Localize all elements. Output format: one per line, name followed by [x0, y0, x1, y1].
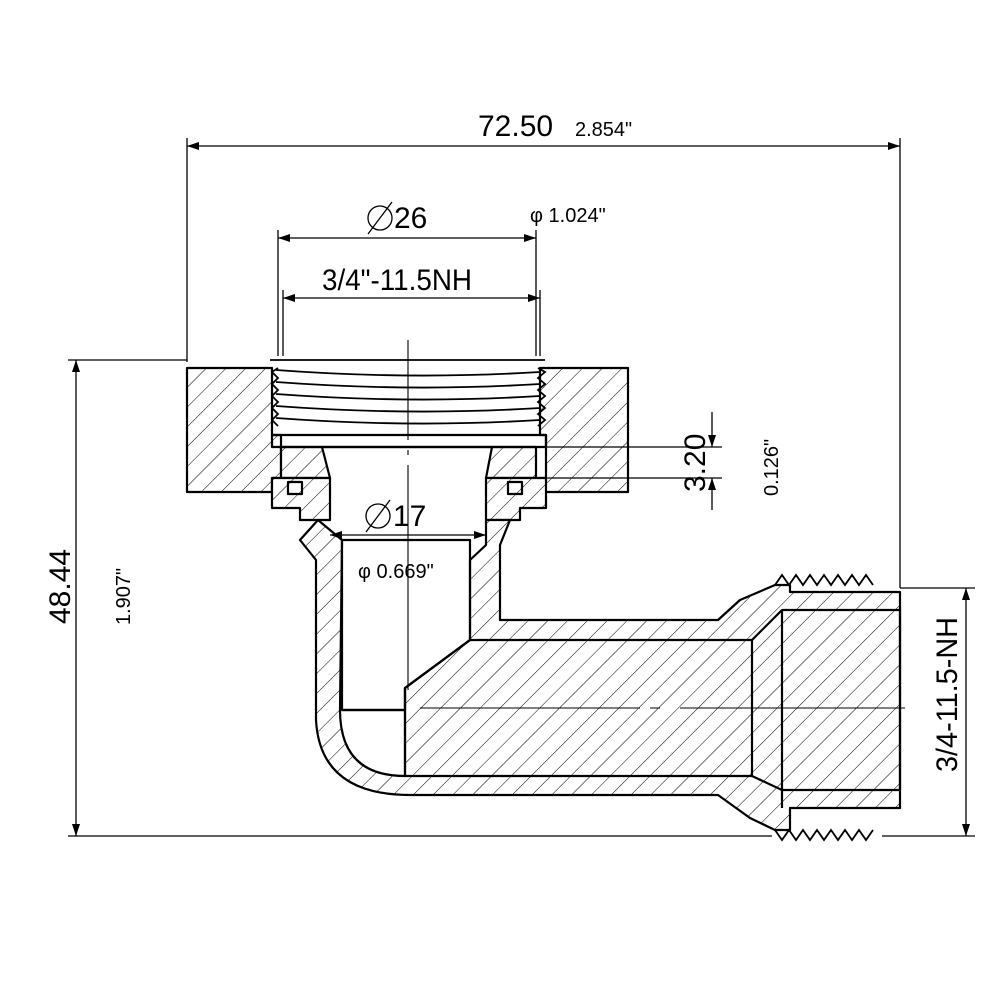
- side-thread-bottom: [774, 828, 874, 842]
- inner-bore-inch: φ 0.669": [358, 561, 434, 583]
- washer-right: [484, 445, 538, 480]
- washer: [279, 445, 332, 480]
- overall-width-inch: 2.854": [575, 119, 632, 141]
- diameter-icon-small: [365, 499, 391, 533]
- dim-overall-height: 48.44 1.907": [44, 359, 772, 837]
- dim-side-thread: 3/4-11.5-NH: [882, 587, 975, 837]
- nut-right-wall: [538, 366, 630, 494]
- overall-width-mm: 72.50: [478, 110, 553, 143]
- dim-top-thread: 3/4"-11.5NH: [282, 264, 541, 356]
- top-bore-inch: φ 1.024": [530, 205, 606, 227]
- overall-height-inch: 1.907": [113, 568, 135, 625]
- dim-washer-thickness: 3.20 0.126": [546, 412, 783, 510]
- washer-thickness-mm: 3.20: [679, 434, 712, 492]
- nut-thread: [270, 359, 547, 427]
- lip-left: [270, 476, 332, 522]
- top-bore-mm: 26: [394, 202, 427, 235]
- diameter-icon: [367, 201, 393, 235]
- elbow-fitting: [185, 340, 905, 842]
- side-thread-top: [774, 573, 874, 587]
- dim-top-bore: 26 φ 1.024": [277, 201, 606, 356]
- top-thread-label: 3/4"-11.5NH: [322, 264, 472, 297]
- washer-thickness-inch: 0.126": [761, 439, 783, 496]
- side-thread-label: 3/4-11.5-NH: [931, 617, 964, 772]
- nut-left-wall: [185, 366, 283, 494]
- dim-overall-width: 72.50 2.854": [186, 110, 901, 588]
- inner-bore-mm: 17: [393, 500, 426, 533]
- dim-inner-bore: 17 φ 0.669": [330, 499, 486, 583]
- overall-height-mm: 48.44: [44, 549, 77, 624]
- lip-right: [484, 476, 548, 522]
